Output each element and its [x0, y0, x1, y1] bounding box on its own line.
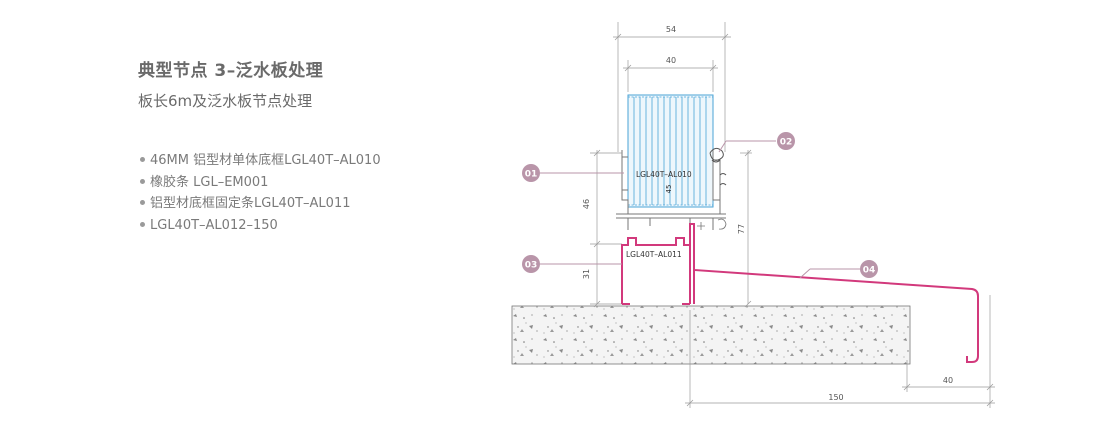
dimension-40-150	[685, 295, 995, 408]
callout-01-label: 01	[525, 170, 538, 180]
list-item-text: 铝型材底框固定条LGL40T–AL011	[150, 196, 351, 211]
lower-frame-profile	[621, 237, 691, 305]
bullet-dot-icon	[140, 178, 145, 184]
upper-frame-profile	[616, 147, 727, 230]
callout-04: 04	[860, 260, 878, 278]
dimension-46-31	[590, 149, 622, 308]
callout-03: 03	[522, 255, 540, 273]
dimension-77	[740, 149, 752, 308]
list-item-text: 橡胶条 LGL–EM001	[150, 174, 269, 190]
polycarbonate-panel	[627, 94, 714, 208]
rubber-seal	[697, 218, 727, 230]
dimension-40-top-label: 40	[666, 56, 676, 65]
dimension-31-label: 31	[582, 269, 591, 279]
callout-03-label: 03	[525, 261, 538, 271]
list-item: 橡胶条 LGL–EM001	[140, 172, 381, 194]
list-item: LGL40T–AL012–150	[140, 215, 381, 237]
list-item: 46MM 铝型材单体底框LGL40T–AL010	[140, 150, 381, 172]
list-item-text: 46MM 铝型材单体底框LGL40T–AL010	[150, 153, 381, 168]
callout-02: 02	[777, 132, 795, 150]
flashing-profile	[689, 223, 979, 363]
dimension-54	[613, 22, 731, 152]
callout-02-label: 02	[780, 138, 793, 148]
list-item-text: LGL40T–AL012–150	[150, 217, 278, 233]
dimension-46-label: 46	[582, 199, 591, 209]
dimension-40-top	[623, 60, 718, 92]
panel-thickness-label: 45	[665, 185, 673, 194]
page-title: 典型节点 3–泛水板处理	[138, 61, 324, 81]
bullet-dot-icon	[140, 200, 145, 205]
callout-leaders	[540, 140, 860, 279]
lower-frame-label: LGL40T–AL011	[626, 250, 682, 259]
page-subtitle: 板长6m及泛水板节点处理	[138, 92, 313, 110]
bullet-dot-icon	[140, 221, 145, 227]
dimension-150-label: 150	[828, 393, 843, 402]
dimension-40-bottom-label: 40	[943, 376, 953, 385]
component-list: 46MM 铝型材单体底框LGL40T–AL010 橡胶条 LGL–EM001 铝…	[140, 150, 381, 236]
dimension-54-label: 54	[666, 25, 676, 34]
bullet-dot-icon	[140, 157, 145, 162]
callout-04-label: 04	[863, 266, 876, 276]
concrete-base	[511, 305, 911, 365]
callout-01: 01	[522, 164, 540, 182]
dimension-77-label: 77	[737, 224, 746, 234]
list-item: 铝型材底框固定条LGL40T–AL011	[140, 193, 381, 215]
upper-frame-label: LGL40T–AL010	[636, 170, 692, 179]
